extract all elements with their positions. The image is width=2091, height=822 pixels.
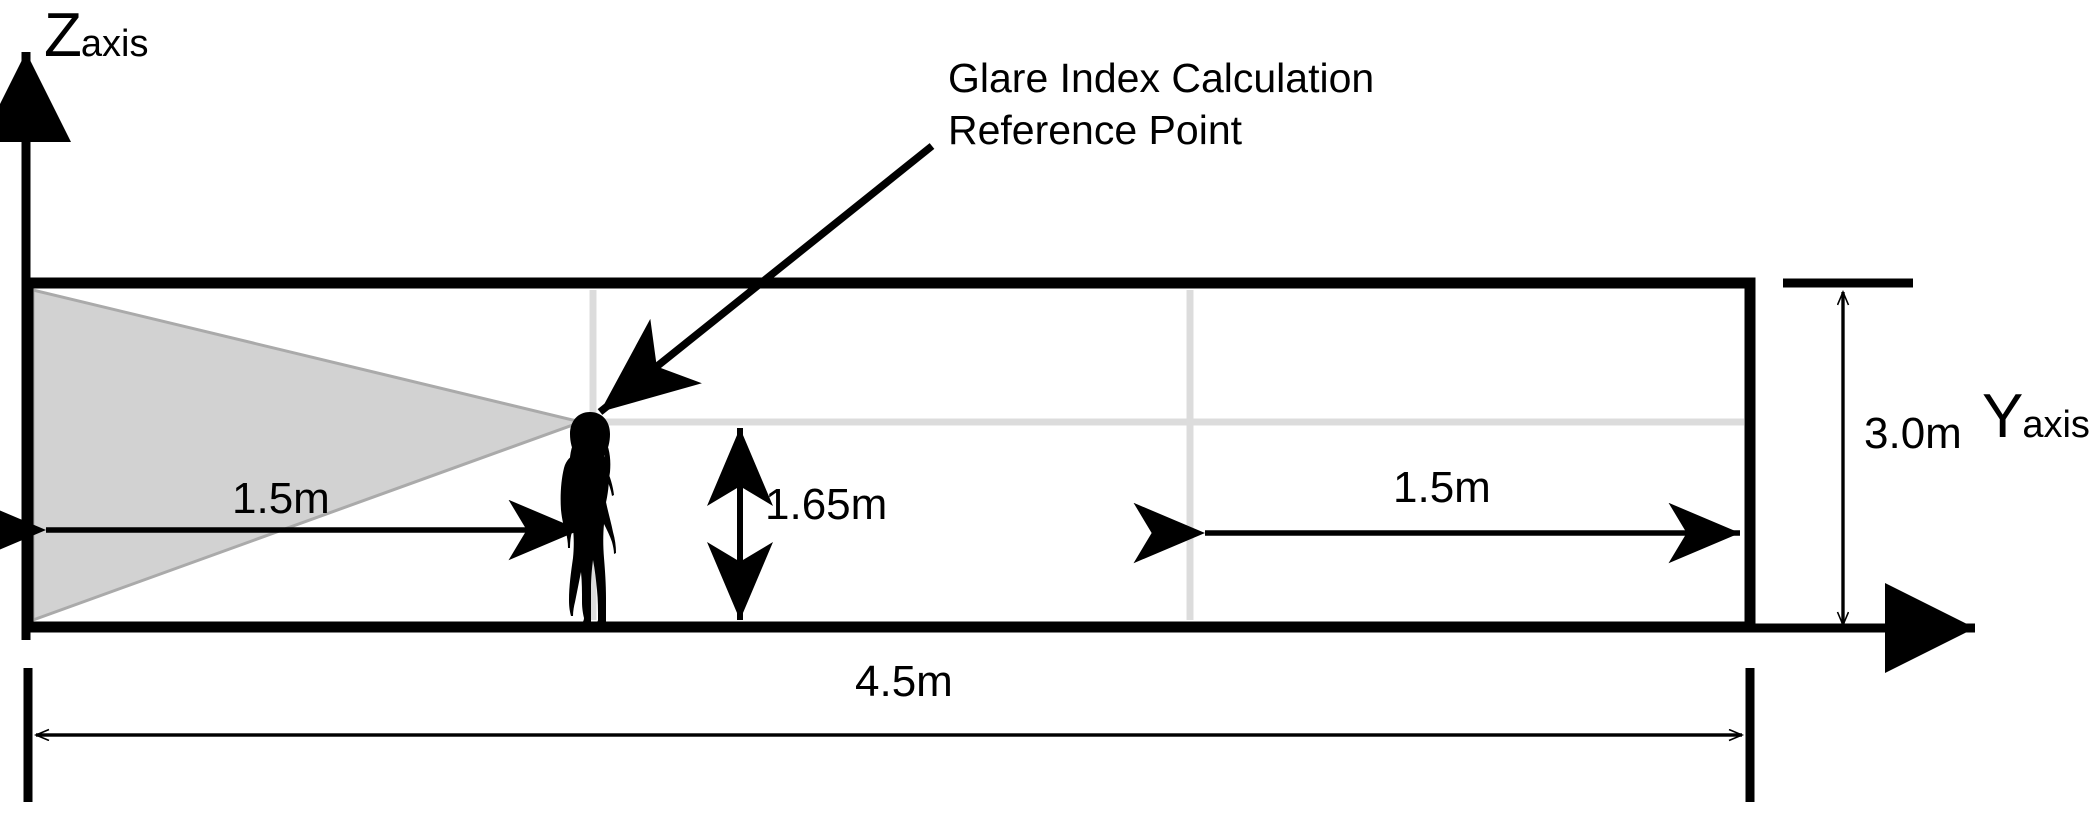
z-axis-subscript: axis <box>80 23 149 65</box>
y-axis-label: Yaxis <box>1982 386 2090 448</box>
room-outline <box>22 277 1756 633</box>
dim-label-right-1-5m: 1.5m <box>1393 463 1491 512</box>
z-axis-letter: Z <box>44 1 82 70</box>
y-axis-letter: Y <box>1982 382 2023 451</box>
callout-arrow <box>597 143 935 415</box>
dim-label-left-1-5m: 1.5m <box>232 474 330 523</box>
view-cone-polygon <box>31 288 587 623</box>
dim-room-length-4-5m <box>23 668 1755 802</box>
room-rectangle <box>22 277 1756 633</box>
field-of-view-cone <box>31 288 587 623</box>
callout-line-1: Glare Index Calculation <box>948 55 1375 101</box>
z-axis-label: Zaxis <box>44 5 148 67</box>
dim-label-eye-height: 1.65m <box>765 480 888 529</box>
y-axis-subscript: axis <box>2022 404 2090 446</box>
person-silhouette <box>560 412 616 623</box>
callout-leader <box>597 143 935 415</box>
glare-reference-callout: Glare Index Calculation Reference Point <box>948 52 1374 157</box>
callout-line-2: Reference Point <box>948 107 1243 154</box>
dim-label-room-length: 4.5m <box>855 657 953 706</box>
dim-label-room-height: 3.0m <box>1864 409 1962 458</box>
dim-room-height-3-0m <box>1783 278 1913 625</box>
